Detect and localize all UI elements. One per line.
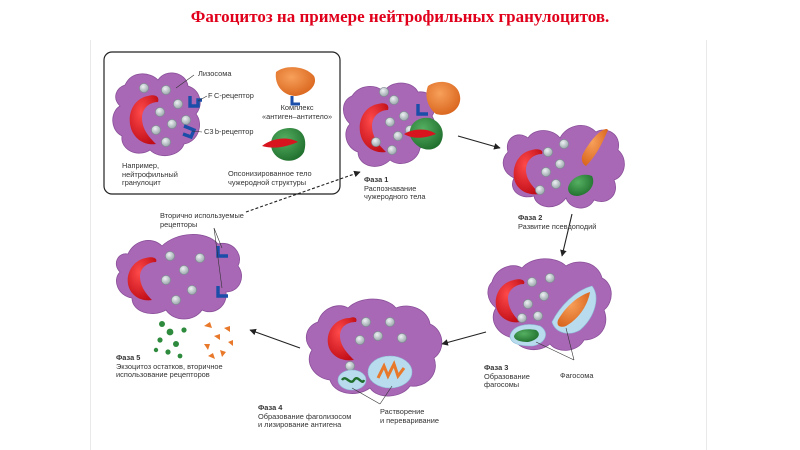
right-divider xyxy=(706,40,707,450)
legend-complex-shape xyxy=(275,67,316,106)
label-lysosome: Лизосома xyxy=(198,69,232,78)
left-divider xyxy=(90,40,91,450)
phase3-cell xyxy=(487,258,612,351)
legend-opsonized-shape xyxy=(262,128,306,161)
phase-2-label: Фаза 2 Развитие псевдоподий xyxy=(518,213,597,231)
page-title: Фагоцитоз на примере нейтрофильных грану… xyxy=(190,7,610,26)
label-fc-receptor: F C-рецептор xyxy=(208,91,254,100)
label-c3-receptor: C3 b-рецептор xyxy=(204,127,254,136)
phase5-cell xyxy=(115,234,242,359)
arrow-5-to-1 xyxy=(245,170,361,213)
arrow-1-to-2 xyxy=(457,135,501,150)
legend-neutrophil-cell xyxy=(112,72,202,157)
label-phagosome: Фагосома xyxy=(560,371,594,380)
arrow-2-to-3 xyxy=(560,213,573,257)
arrow-4-to-5 xyxy=(249,328,301,349)
phase1-cell xyxy=(343,81,461,167)
phase4-cell xyxy=(305,298,443,397)
arrow-3-to-4 xyxy=(441,331,487,346)
label-complex: Комплекс«антиген–антитело» xyxy=(262,103,333,121)
phase2-cell xyxy=(502,125,625,209)
